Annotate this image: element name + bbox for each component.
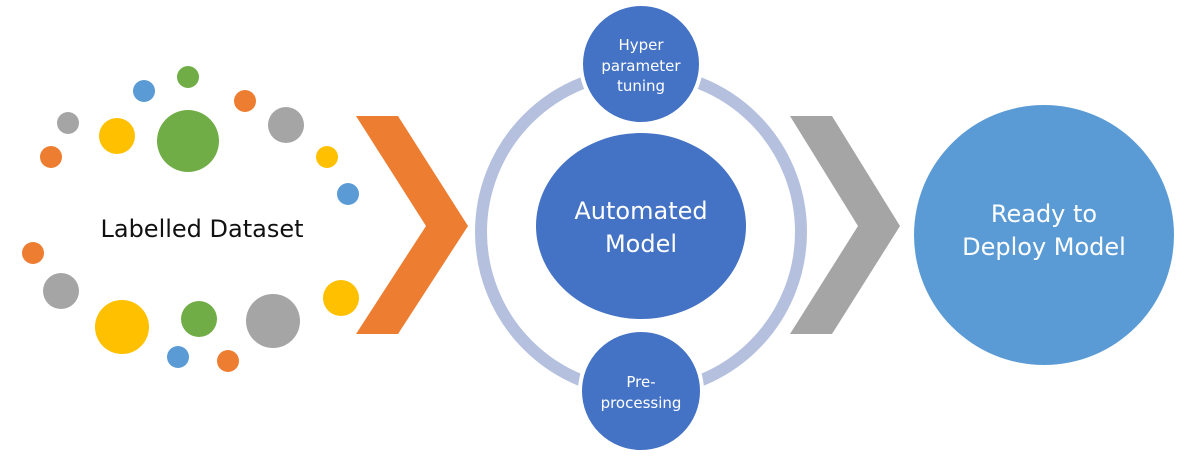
dot-yellow-large xyxy=(95,300,149,354)
hyperparameter-tuning-circle xyxy=(579,2,703,126)
dot-orange xyxy=(217,350,239,372)
dot-yellow-small xyxy=(316,146,338,168)
hyperparameter-label-line3: tuning xyxy=(617,77,665,95)
hyperparameter-label-line1: Hyper xyxy=(618,36,664,54)
dataset-label: Labelled Dataset xyxy=(100,215,303,243)
dot-gray-large xyxy=(246,294,300,348)
dot-green-medium xyxy=(181,301,217,337)
dot-gray-medium xyxy=(43,273,79,309)
deploy-model-label-line2: Deploy Model xyxy=(962,233,1126,261)
deploy-model-circle xyxy=(914,105,1174,365)
dot-gray xyxy=(57,112,79,134)
automated-model-label-line1: Automated xyxy=(574,197,707,225)
dot-gray-medium xyxy=(268,107,304,143)
automated-model-label-line2: Model xyxy=(605,230,677,258)
dot-orange xyxy=(40,146,62,168)
dot-yellow xyxy=(99,118,135,154)
preprocessing-label-line2: processing xyxy=(601,394,682,412)
dataset-dots xyxy=(22,66,359,372)
dot-green-small xyxy=(177,66,199,88)
chevron-gray-icon xyxy=(790,116,900,334)
automated-model-circle xyxy=(536,133,746,319)
dot-blue xyxy=(337,183,359,205)
chevron-orange-icon xyxy=(356,116,468,334)
dot-orange xyxy=(234,90,256,112)
dot-yellow-medium xyxy=(323,280,359,316)
deploy-model-label-line1: Ready to xyxy=(991,200,1097,228)
dot-orange xyxy=(22,242,44,264)
dot-green-large xyxy=(157,110,219,172)
dot-blue xyxy=(167,346,189,368)
preprocessing-label-line1: Pre- xyxy=(626,373,655,391)
dot-blue xyxy=(133,80,155,102)
preprocessing-circle xyxy=(578,328,704,454)
hyperparameter-label-line2: parameter xyxy=(601,57,681,75)
